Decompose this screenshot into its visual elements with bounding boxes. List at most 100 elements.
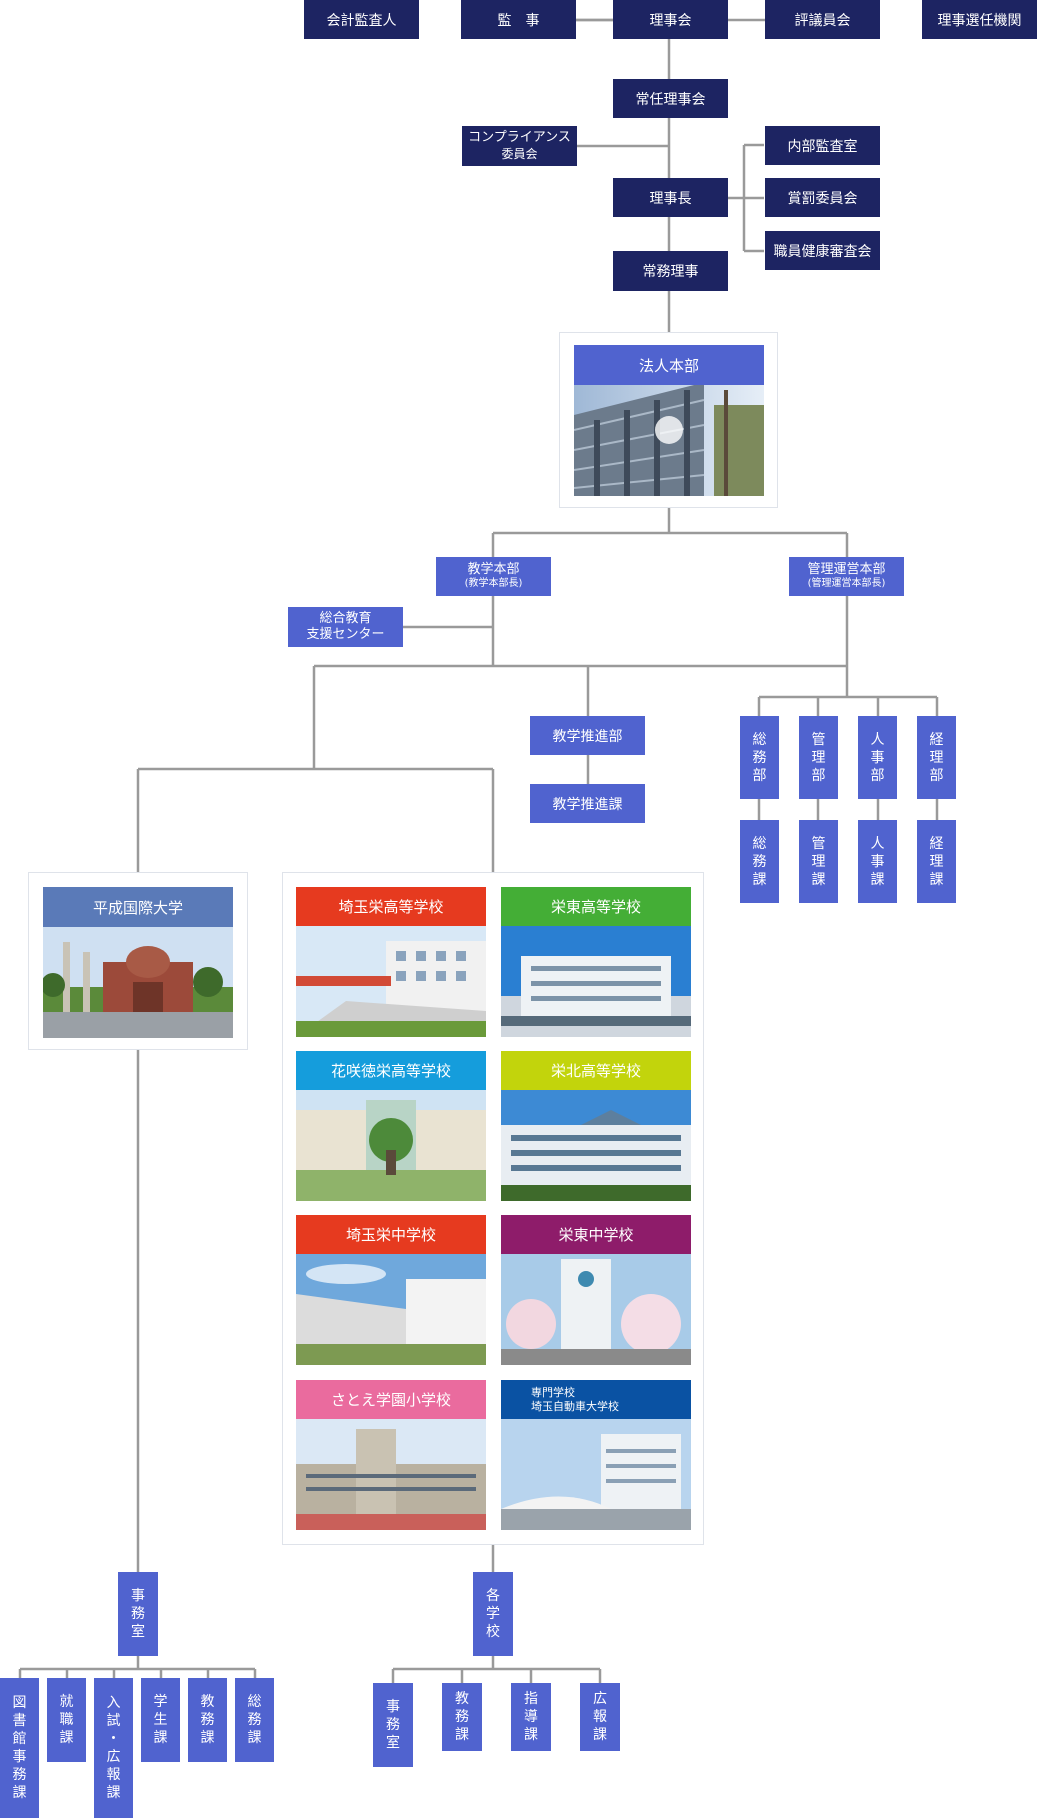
char: 人 (870, 731, 885, 748)
char: 部 (811, 767, 826, 784)
char: 部 (870, 767, 885, 784)
standing-board-box: 常任理事会 (613, 79, 728, 118)
academic-promotion-dept-label: 教学推進部 (552, 728, 623, 745)
char: 課 (153, 1730, 168, 1746)
char: 教 (455, 1691, 469, 1707)
char: 課 (59, 1730, 74, 1746)
school-name: 栄東中学校 (558, 1225, 634, 1244)
academic-hq-box: 教学本部(教学本部長) (436, 557, 551, 596)
university-campus-photo (43, 927, 233, 1038)
char: 広 (106, 1749, 121, 1765)
char: 館 (12, 1731, 27, 1747)
hq-title-box: 法人本部 (574, 345, 764, 385)
school-photo (501, 1090, 691, 1201)
internal-audit-box: 内部監査室 (765, 126, 880, 165)
accounting-auditor-label: 会計監査人 (326, 12, 397, 29)
school-tile: 埼玉栄中学校 (296, 1215, 486, 1365)
school-name: 花咲徳栄高等学校 (330, 1061, 451, 1080)
school-photo (501, 1419, 691, 1530)
student-section-box: 学生課 (141, 1678, 180, 1762)
char: 就 (59, 1694, 74, 1710)
char: 部 (929, 767, 944, 784)
char: 報 (106, 1767, 121, 1783)
char: 務 (12, 1767, 27, 1783)
char: 課 (106, 1785, 121, 1801)
admissions-pr-section-box: 入試・広報課 (94, 1678, 133, 1818)
school-tile: 栄東中学校 (501, 1215, 691, 1365)
char: 務 (131, 1606, 145, 1622)
managing-director-label: 常務理事 (642, 264, 699, 280)
char: 事 (870, 853, 885, 870)
school-name-header: さとえ学園小学校 (296, 1380, 486, 1419)
char: 経 (929, 835, 944, 852)
university-card: 平成国際大学 (28, 872, 248, 1050)
school-tile: 栄北高等学校 (501, 1051, 691, 1201)
health-committee-label: 職員健康審査会 (773, 243, 872, 260)
char: 務 (386, 1717, 400, 1733)
char: 経 (929, 731, 944, 748)
school-pr-section-box: 広報課 (580, 1683, 620, 1751)
char: 務 (200, 1712, 215, 1728)
compliance-line1: コンプライアンス (468, 130, 571, 146)
school-name-header: 栄東高等学校 (501, 887, 691, 926)
char: 管 (811, 835, 826, 852)
school-tile: 埼玉栄高等学校 (296, 887, 486, 1037)
board-label: 理事会 (649, 12, 692, 29)
school-name-header: 栄東中学校 (501, 1215, 691, 1254)
char: 総 (752, 731, 767, 748)
school-photo (501, 1254, 691, 1365)
academic-hq-subtitle: (教学本部長) (464, 578, 523, 590)
support-center-box: 総合教育支援センター (288, 607, 403, 647)
school-name: 埼玉栄高等学校 (338, 897, 444, 916)
char: 理 (929, 853, 944, 870)
char: 生 (153, 1712, 168, 1728)
char: 理 (811, 853, 826, 870)
management-hq-title: 管理運営本部 (807, 562, 886, 578)
char: 理 (929, 749, 944, 766)
char: 課 (12, 1785, 27, 1801)
char: 事 (12, 1749, 27, 1765)
school-photo (296, 1090, 486, 1201)
char: 課 (524, 1727, 538, 1743)
personnel-dept-box: 人事部 (858, 716, 897, 799)
char: 課 (870, 871, 885, 888)
reward-committee-box: 賞罰委員会 (765, 178, 880, 217)
chairman-box: 理事長 (613, 178, 728, 217)
char: 課 (929, 871, 944, 888)
char: 広 (593, 1691, 607, 1707)
academic-promotion-section-label: 教学推進課 (552, 796, 623, 813)
administration-dept-box: 管理部 (799, 716, 838, 799)
char: 報 (593, 1709, 607, 1725)
inspector-label: 監 事 (497, 12, 540, 29)
school-name-header: 花咲徳栄高等学校 (296, 1051, 486, 1090)
general-affairs-univ-section-box: 総務課 (235, 1678, 274, 1762)
char: 導 (524, 1709, 538, 1725)
school-office-section-box: 事務室 (373, 1683, 413, 1767)
director-election-box: 理事選任機関 (922, 0, 1037, 39)
char: 学 (486, 1606, 500, 1622)
char: 校 (486, 1624, 500, 1640)
char: 事 (131, 1588, 145, 1604)
school-name-line2: 埼玉自動車大学校 (531, 1399, 619, 1413)
internal-audit-label: 内部監査室 (787, 138, 858, 155)
char: 各 (486, 1588, 500, 1604)
school-tile: 栄東高等学校 (501, 887, 691, 1037)
char: 務 (752, 853, 767, 870)
char: 書 (12, 1713, 27, 1729)
school-name-header: 栄北高等学校 (501, 1051, 691, 1090)
academic-affairs-section-box: 教務課 (188, 1678, 227, 1762)
school-name: 栄北高等学校 (550, 1061, 641, 1080)
char: 職 (59, 1712, 74, 1728)
school-name: 埼玉栄中学校 (345, 1225, 436, 1244)
academic-promotion-section-box: 教学推進課 (530, 784, 645, 823)
university-office-box: 事務室 (118, 1572, 158, 1656)
char: 管 (811, 731, 826, 748)
school-name-line1: 専門学校 (531, 1386, 575, 1400)
support-center-line2: 支援センター (306, 627, 385, 642)
each-school-box: 各学校 (473, 1572, 513, 1656)
char: 課 (200, 1730, 215, 1746)
school-photo (296, 1419, 486, 1530)
management-hq-subtitle: (管理運営本部長) (807, 578, 886, 590)
accounting-auditor-box: 会計監査人 (304, 0, 419, 39)
